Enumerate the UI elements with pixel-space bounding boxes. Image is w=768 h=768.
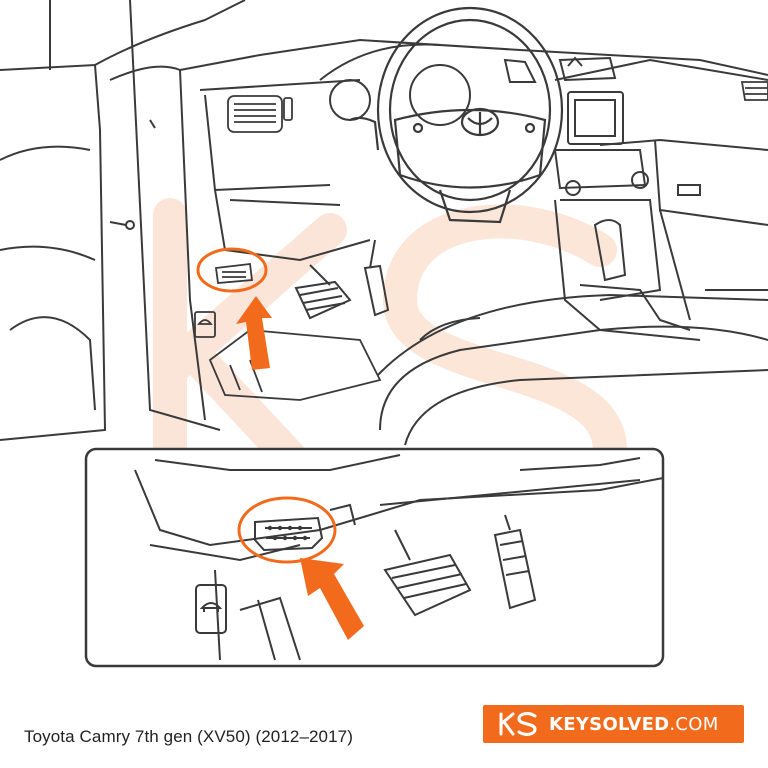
vehicle-caption: Toyota Camry 7th gen (XV50) (2012–2017)	[24, 727, 353, 746]
center-console	[503, 56, 701, 341]
arrow-top	[236, 296, 272, 370]
obd-highlight-circle-detail	[237, 496, 337, 564]
detail-inset-content	[134, 454, 664, 661]
obd-port-top	[214, 263, 254, 284]
instrument-cluster	[319, 43, 471, 126]
door-frame	[0, 0, 246, 441]
steering-wheel	[349, 6, 564, 224]
detail-inset-frame	[84, 447, 665, 668]
ks-logo-icon	[499, 712, 537, 736]
dashboard	[179, 38, 768, 321]
obd-highlight-circle-top	[196, 247, 268, 293]
obd-port-detail	[254, 516, 324, 552]
arrow-detail	[300, 558, 364, 640]
left-air-vent	[227, 95, 293, 133]
hood-release-detail	[195, 584, 227, 634]
brand-tld: .COM	[669, 713, 719, 735]
brand-name: KEYSOLVED	[549, 713, 670, 735]
right-air-vent	[740, 81, 768, 101]
driver-seat	[377, 293, 768, 446]
pedals-overview	[294, 239, 390, 320]
hood-release-top	[194, 311, 216, 338]
keysolved-brand-badge: KEYSOLVED.COM	[483, 705, 744, 743]
